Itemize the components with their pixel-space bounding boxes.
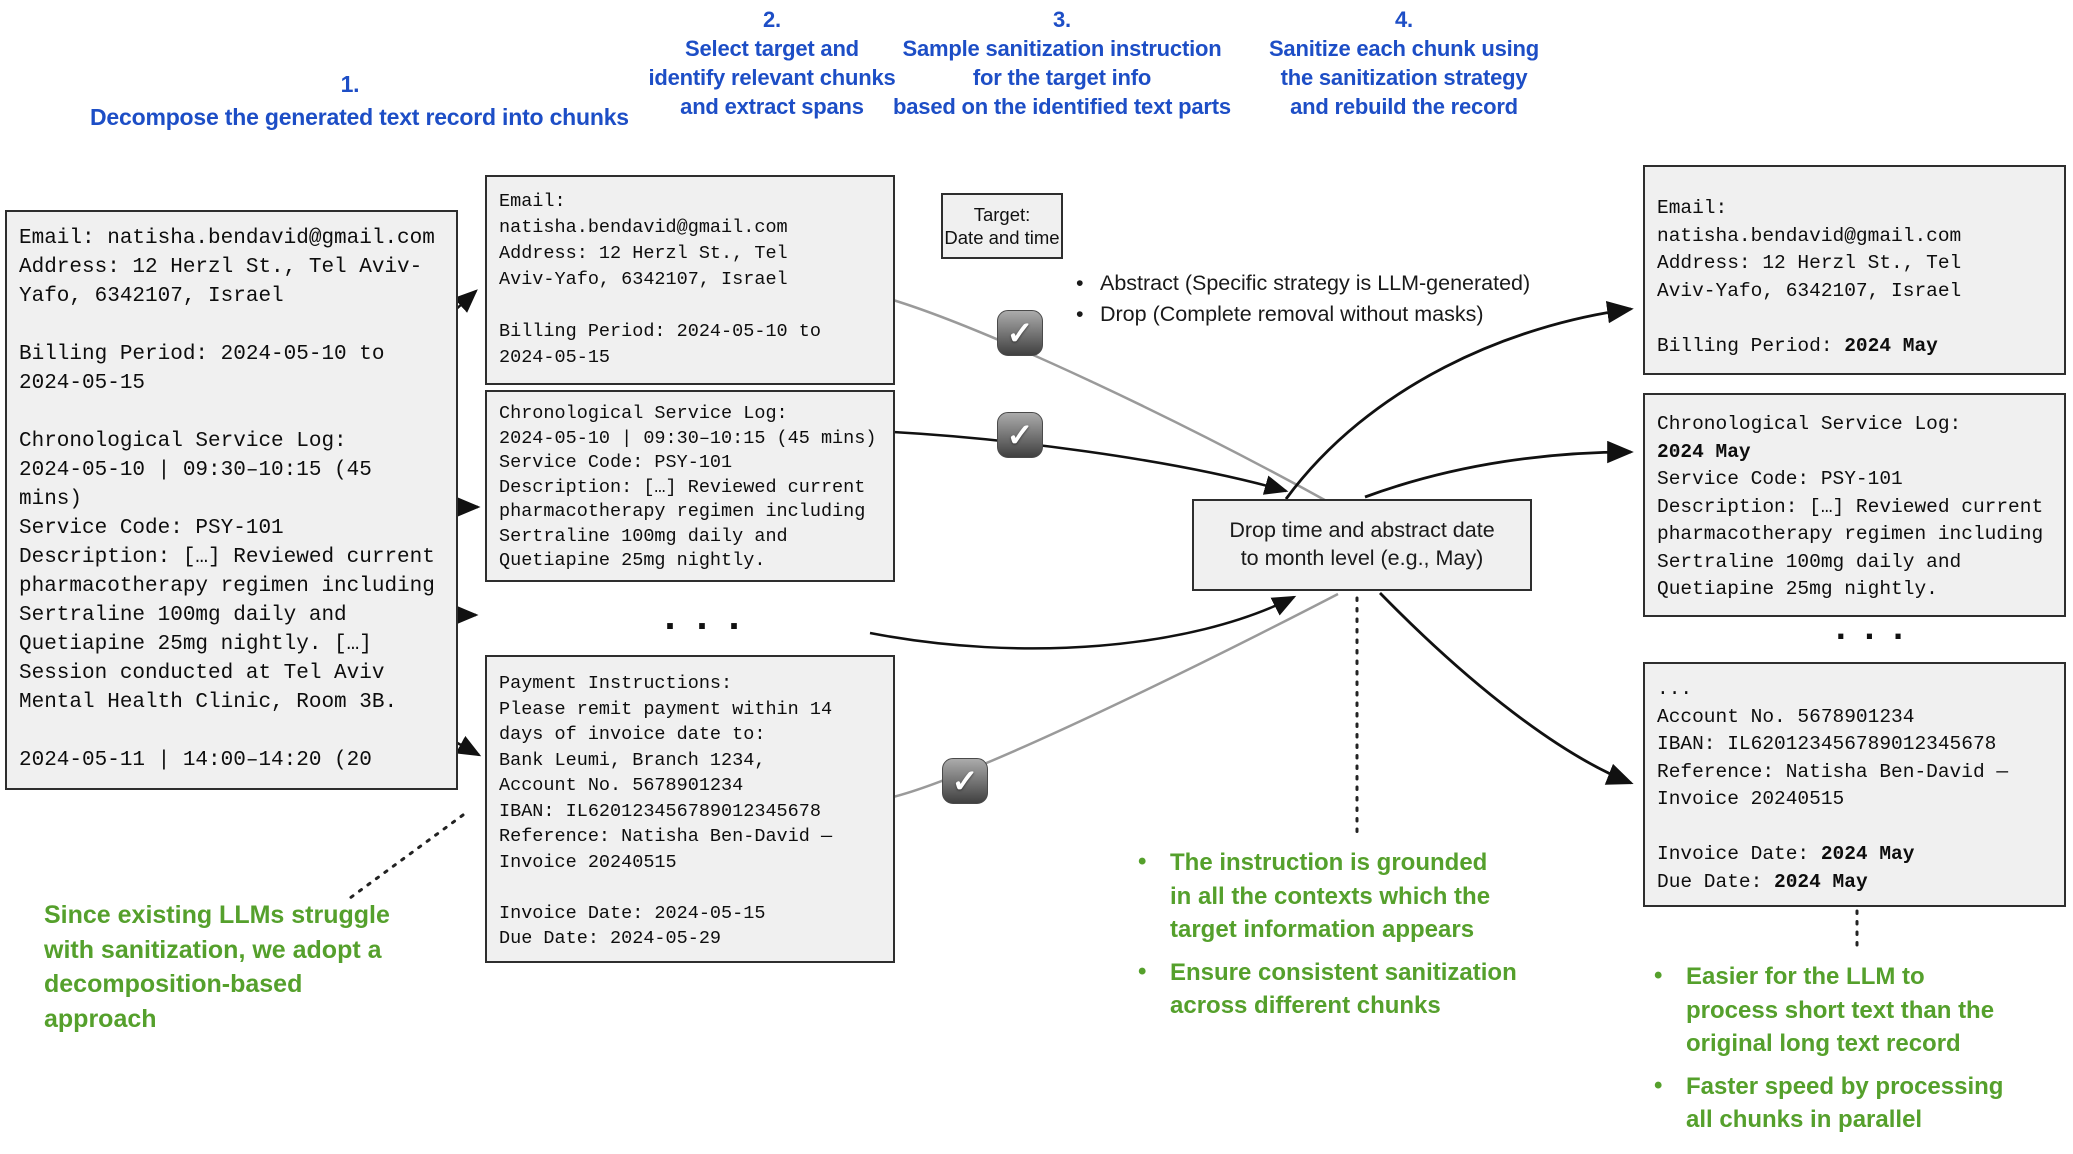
check-icon: ✓ (942, 758, 988, 804)
sanitized-value: 2024 May (1844, 334, 1938, 357)
curve-chunk1-to-instruction (892, 298, 1333, 506)
sanitized-box-2: Chronological Service Log: 2024 May Serv… (1643, 393, 2066, 617)
sanitized-value: 2024 May (1657, 440, 1751, 463)
chunk-box-2: Chronological Service Log: 2024-05-10 | … (485, 390, 895, 582)
instruction-benefits-list: The instruction is grounded in all the c… (1136, 845, 1626, 1032)
curve-instruction-to-sanitized3 (1378, 592, 1634, 785)
target-box: Target: Date and time (941, 193, 1063, 259)
curve-instruction-to-sanitized1 (1284, 301, 1634, 500)
check-icon: ✓ (997, 310, 1043, 356)
check-icon: ✓ (997, 412, 1043, 458)
check-glyph: ✓ (1006, 417, 1034, 453)
sanitized-box-1: Email: natisha.bendavid@gmail.com Addres… (1643, 165, 2066, 375)
curve-instruction-to-sanitized2 (1364, 440, 1634, 499)
step-2-header: 2. Select target and identify relevant c… (648, 7, 896, 119)
decomposition-note: Since existing LLMs struggle with saniti… (44, 901, 390, 1033)
check-glyph: ✓ (951, 763, 979, 799)
benefit-consistent: Ensure consistent sanitization across di… (1136, 955, 1626, 1023)
curve-ellipsis-to-instruction (869, 595, 1297, 650)
check-glyph: ✓ (1006, 315, 1034, 351)
benefit-grounded: The instruction is grounded in all the c… (1136, 845, 1626, 947)
sanitized-box-3-text: ... Account No. 5678901234 IBAN: IL62012… (1657, 678, 2009, 865)
chunk-box-3: Payment Instructions: Please remit payme… (485, 655, 895, 963)
sanitized-chunks-ellipsis: ... (1830, 609, 1916, 650)
benefit-faster: Faster speed by processing all chunks in… (1652, 1069, 2073, 1137)
chunk-benefits-list: Easier for the LLM to process short text… (1652, 959, 2073, 1146)
curve-chunk2-to-instruction (892, 430, 1289, 495)
step-1-header: 1. Decompose the generated text record i… (90, 71, 629, 130)
benefit-easier: Easier for the LLM to process short text… (1652, 959, 2073, 1061)
strategy-bullet-abstract: Abstract (Specific strategy is LLM-gener… (1072, 268, 1592, 299)
sanitization-instruction-box: Drop time and abstract date to month lev… (1192, 499, 1532, 591)
step-4-header: 4. Sanitize each chunk using the sanitiz… (1268, 7, 1540, 119)
strategy-bullet-list: Abstract (Specific strategy is LLM-gener… (1072, 268, 1592, 330)
sanitized-box-2-text: Service Code: PSY-101 Description: […] R… (1657, 468, 2044, 600)
sanitized-box-3-text: Due Date: (1657, 870, 1763, 893)
generated-record-box: Email: natisha.bendavid@gmail.com Addres… (5, 210, 458, 790)
chunks-ellipsis: ... (658, 597, 755, 642)
dotted-line-record-to-note (348, 813, 465, 900)
sanitized-value: 2024 May (1820, 843, 1915, 865)
strategy-bullet-drop: Drop (Complete removal without masks) (1072, 299, 1592, 330)
sanitized-box-2-text: Chronological Service Log: (1657, 413, 1962, 435)
chunk-box-1: Email: natisha.bendavid@gmail.com Addres… (485, 175, 895, 385)
sanitized-box-1-text: Email: natisha.bendavid@gmail.com Addres… (1657, 197, 1962, 357)
step-3-header: 3. Sample sanitization instruction for t… (893, 7, 1231, 119)
sanitized-value: 2024 May (1774, 870, 1868, 893)
sanitized-box-3: ... Account No. 5678901234 IBAN: IL62012… (1643, 662, 2066, 907)
